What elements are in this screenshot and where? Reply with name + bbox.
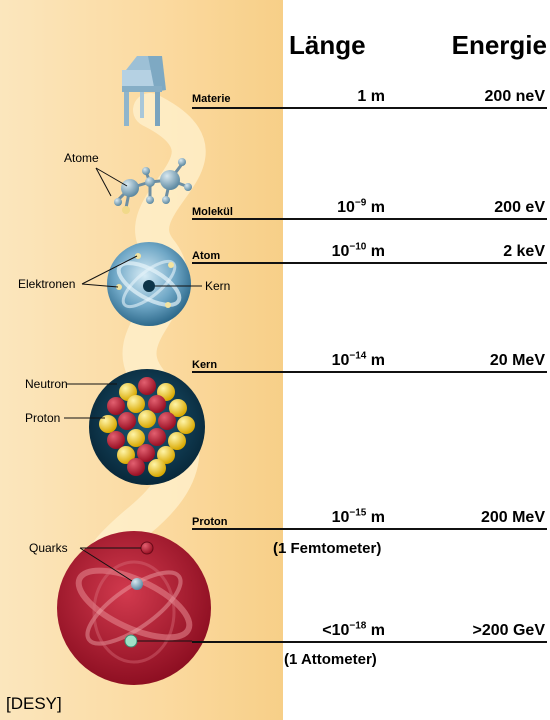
row-length-kern: 10−14 m xyxy=(332,352,385,370)
callout-proton: Proton xyxy=(25,411,60,425)
callout-elektronen: Elektronen xyxy=(18,277,75,291)
source-credit: [DESY] xyxy=(6,694,62,714)
row-label-kern: Kern xyxy=(192,359,217,371)
row-energy-kern: 20 MeV xyxy=(490,352,545,370)
chair-icon xyxy=(122,56,166,126)
callout-neutron: Neutron xyxy=(25,377,68,391)
row-length-materie: 1 m xyxy=(357,88,385,106)
row-length-molekuel: 10−9 m xyxy=(337,199,385,217)
row-label-atom: Atom xyxy=(192,250,220,262)
row-energy-materie: 200 neV xyxy=(485,88,545,106)
row-label-molekuel: Molekül xyxy=(192,206,233,218)
row-rule-molekuel xyxy=(192,218,547,220)
row-length-proton: 10−15 m xyxy=(332,509,385,527)
atom-icon xyxy=(107,242,191,326)
header-length: Länge xyxy=(289,30,366,61)
row-label-materie: Materie xyxy=(192,93,231,105)
proton-icon xyxy=(57,531,211,685)
row-rule-kern xyxy=(192,371,547,373)
row-length-quark: <10−18 m xyxy=(322,622,385,640)
row-rule-proton xyxy=(192,528,547,530)
subnote-attometer: (1 Attometer) xyxy=(284,651,377,668)
row-energy-atom: 2 keV xyxy=(503,243,545,261)
callout-kern: Kern xyxy=(205,279,230,293)
row-rule-quark xyxy=(192,641,547,643)
callout-quarks: Quarks xyxy=(29,541,68,555)
row-energy-proton: 200 MeV xyxy=(481,509,545,527)
subnote-femtometer: (1 Femtometer) xyxy=(273,540,381,557)
row-rule-materie xyxy=(192,107,547,109)
row-rule-atom xyxy=(192,262,547,264)
row-label-proton: Proton xyxy=(192,516,227,528)
row-length-atom: 10−10 m xyxy=(332,243,385,261)
nucleus-icon xyxy=(89,369,205,485)
header-energy: Energie xyxy=(452,30,547,61)
row-energy-molekuel: 200 eV xyxy=(494,199,545,217)
row-energy-quark: >200 GeV xyxy=(473,622,546,640)
callout-atome: Atome xyxy=(64,151,99,165)
